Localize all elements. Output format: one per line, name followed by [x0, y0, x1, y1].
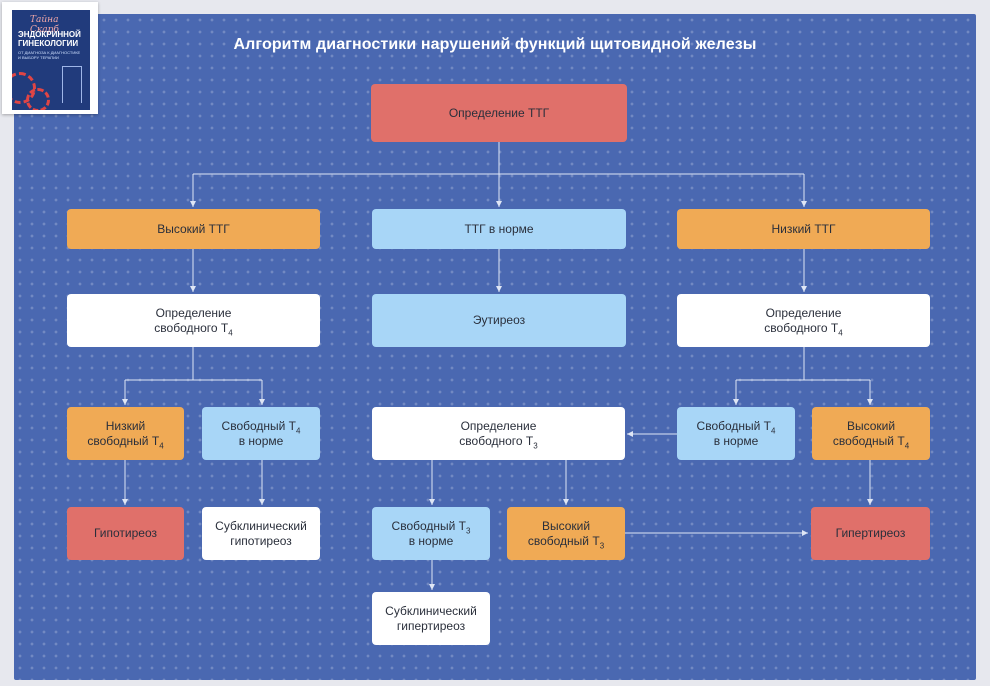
subscript: 4 [296, 425, 301, 435]
node-label: Определение [155, 305, 232, 320]
subclinical-hypothyroid-box: Субклинический гипотиреоз [202, 507, 320, 560]
low-ttg-box: Низкий ТТГ [677, 209, 930, 249]
node-label: гипертиреоз [396, 618, 466, 633]
subclinical-hyperthyroid-box: Субклинический гипертиреоз [372, 592, 490, 645]
free-t4-normal-left-box: Свободный Т4 в норме [202, 407, 320, 460]
book-title: ЭНДОКРИННОЙ ГИНЕКОЛОГИИ [18, 30, 81, 48]
node-label-line2: свободный Т4 [832, 433, 910, 450]
node-label: Гипотиреоз [93, 526, 158, 540]
book-subtitle: ОТ ДИАГНОЗА К ДИАГНОСТИКЕ И ВЫБОРУ ТЕРАП… [18, 50, 81, 60]
free-t3-normal-box: Свободный Т3 в норме [372, 507, 490, 560]
node-label: Гипертиреоз [835, 526, 906, 540]
node-label: Субклинический [385, 603, 477, 618]
gear-icon [26, 88, 50, 110]
node-label: Низкий [105, 418, 146, 433]
book-script-title: Тайна Скарб [30, 15, 59, 35]
subscript: 4 [159, 440, 164, 450]
node-label: Определение [460, 418, 537, 433]
node-label-line1: Свободный Т4 [696, 418, 776, 435]
subscript: 4 [838, 327, 843, 337]
subscript: 3 [599, 540, 605, 550]
subscript: 4 [771, 425, 776, 435]
node-label: ТТГ в норме [464, 221, 534, 236]
hyperthyroid-box: Гипертиреоз [811, 507, 930, 560]
node-label-line1: Свободный Т4 [221, 418, 301, 435]
node-label: Эутиреоз [472, 313, 526, 327]
ttg-test-box: Определение ТТГ [371, 84, 627, 142]
node-label: Высокий [846, 418, 896, 433]
book-cover-art: Тайна Скарб ЭНДОКРИННОЙ ГИНЕКОЛОГИИ ОТ Д… [12, 10, 90, 110]
high-free-t4-box: Высокий свободный Т4 [812, 407, 930, 460]
tower-icon [62, 66, 82, 103]
determine-t4-right-box: Определение свободного Т4 [677, 294, 930, 347]
node-label-line2: свободный Т3 [527, 533, 605, 550]
node-label: Высокий ТТГ [157, 221, 230, 236]
node-label: Низкий ТТГ [771, 221, 836, 236]
subscript: 3 [466, 525, 471, 535]
subscript: 4 [228, 327, 233, 337]
free-t4-normal-right-box: Свободный Т4 в норме [677, 407, 795, 460]
node-label-line1: Свободный Т3 [391, 518, 471, 535]
low-free-t4-box: Низкий свободный Т4 [67, 407, 184, 460]
node-label-line2: свободного Т3 [459, 433, 538, 450]
node-label-line2: свободного Т4 [764, 320, 843, 337]
node-label: гипотиреоз [230, 533, 292, 548]
normal-ttg-box: ТТГ в норме [372, 209, 626, 249]
node-label: Определение [765, 305, 842, 320]
node-label: в норме [408, 533, 454, 548]
determine-t4-left-box: Определение свободного Т4 [67, 294, 320, 347]
node-label-line2: свободного Т4 [154, 320, 233, 337]
book-cover: Тайна Скарб ЭНДОКРИННОЙ ГИНЕКОЛОГИИ ОТ Д… [2, 2, 98, 114]
node-label: Субклинический [215, 518, 307, 533]
node-label: Определение ТТГ [448, 105, 550, 120]
diagram-title: Алгоритм диагностики нарушений функций щ… [233, 36, 757, 53]
node-label: Высокий [541, 518, 591, 533]
high-free-t3-box: Высокий свободный Т3 [507, 507, 625, 560]
hypothyroid-box: Гипотиреоз [67, 507, 184, 560]
node-label: в норме [713, 433, 759, 448]
node-label-line2: свободный Т4 [87, 433, 164, 450]
subscript: 4 [904, 440, 910, 450]
determine-t3-box: Определение свободного Т3 [372, 407, 625, 460]
euthyroid-box: Эутиреоз [372, 294, 626, 347]
node-label: в норме [238, 433, 284, 448]
high-ttg-box: Высокий ТТГ [67, 209, 320, 249]
subscript: 3 [533, 440, 538, 450]
